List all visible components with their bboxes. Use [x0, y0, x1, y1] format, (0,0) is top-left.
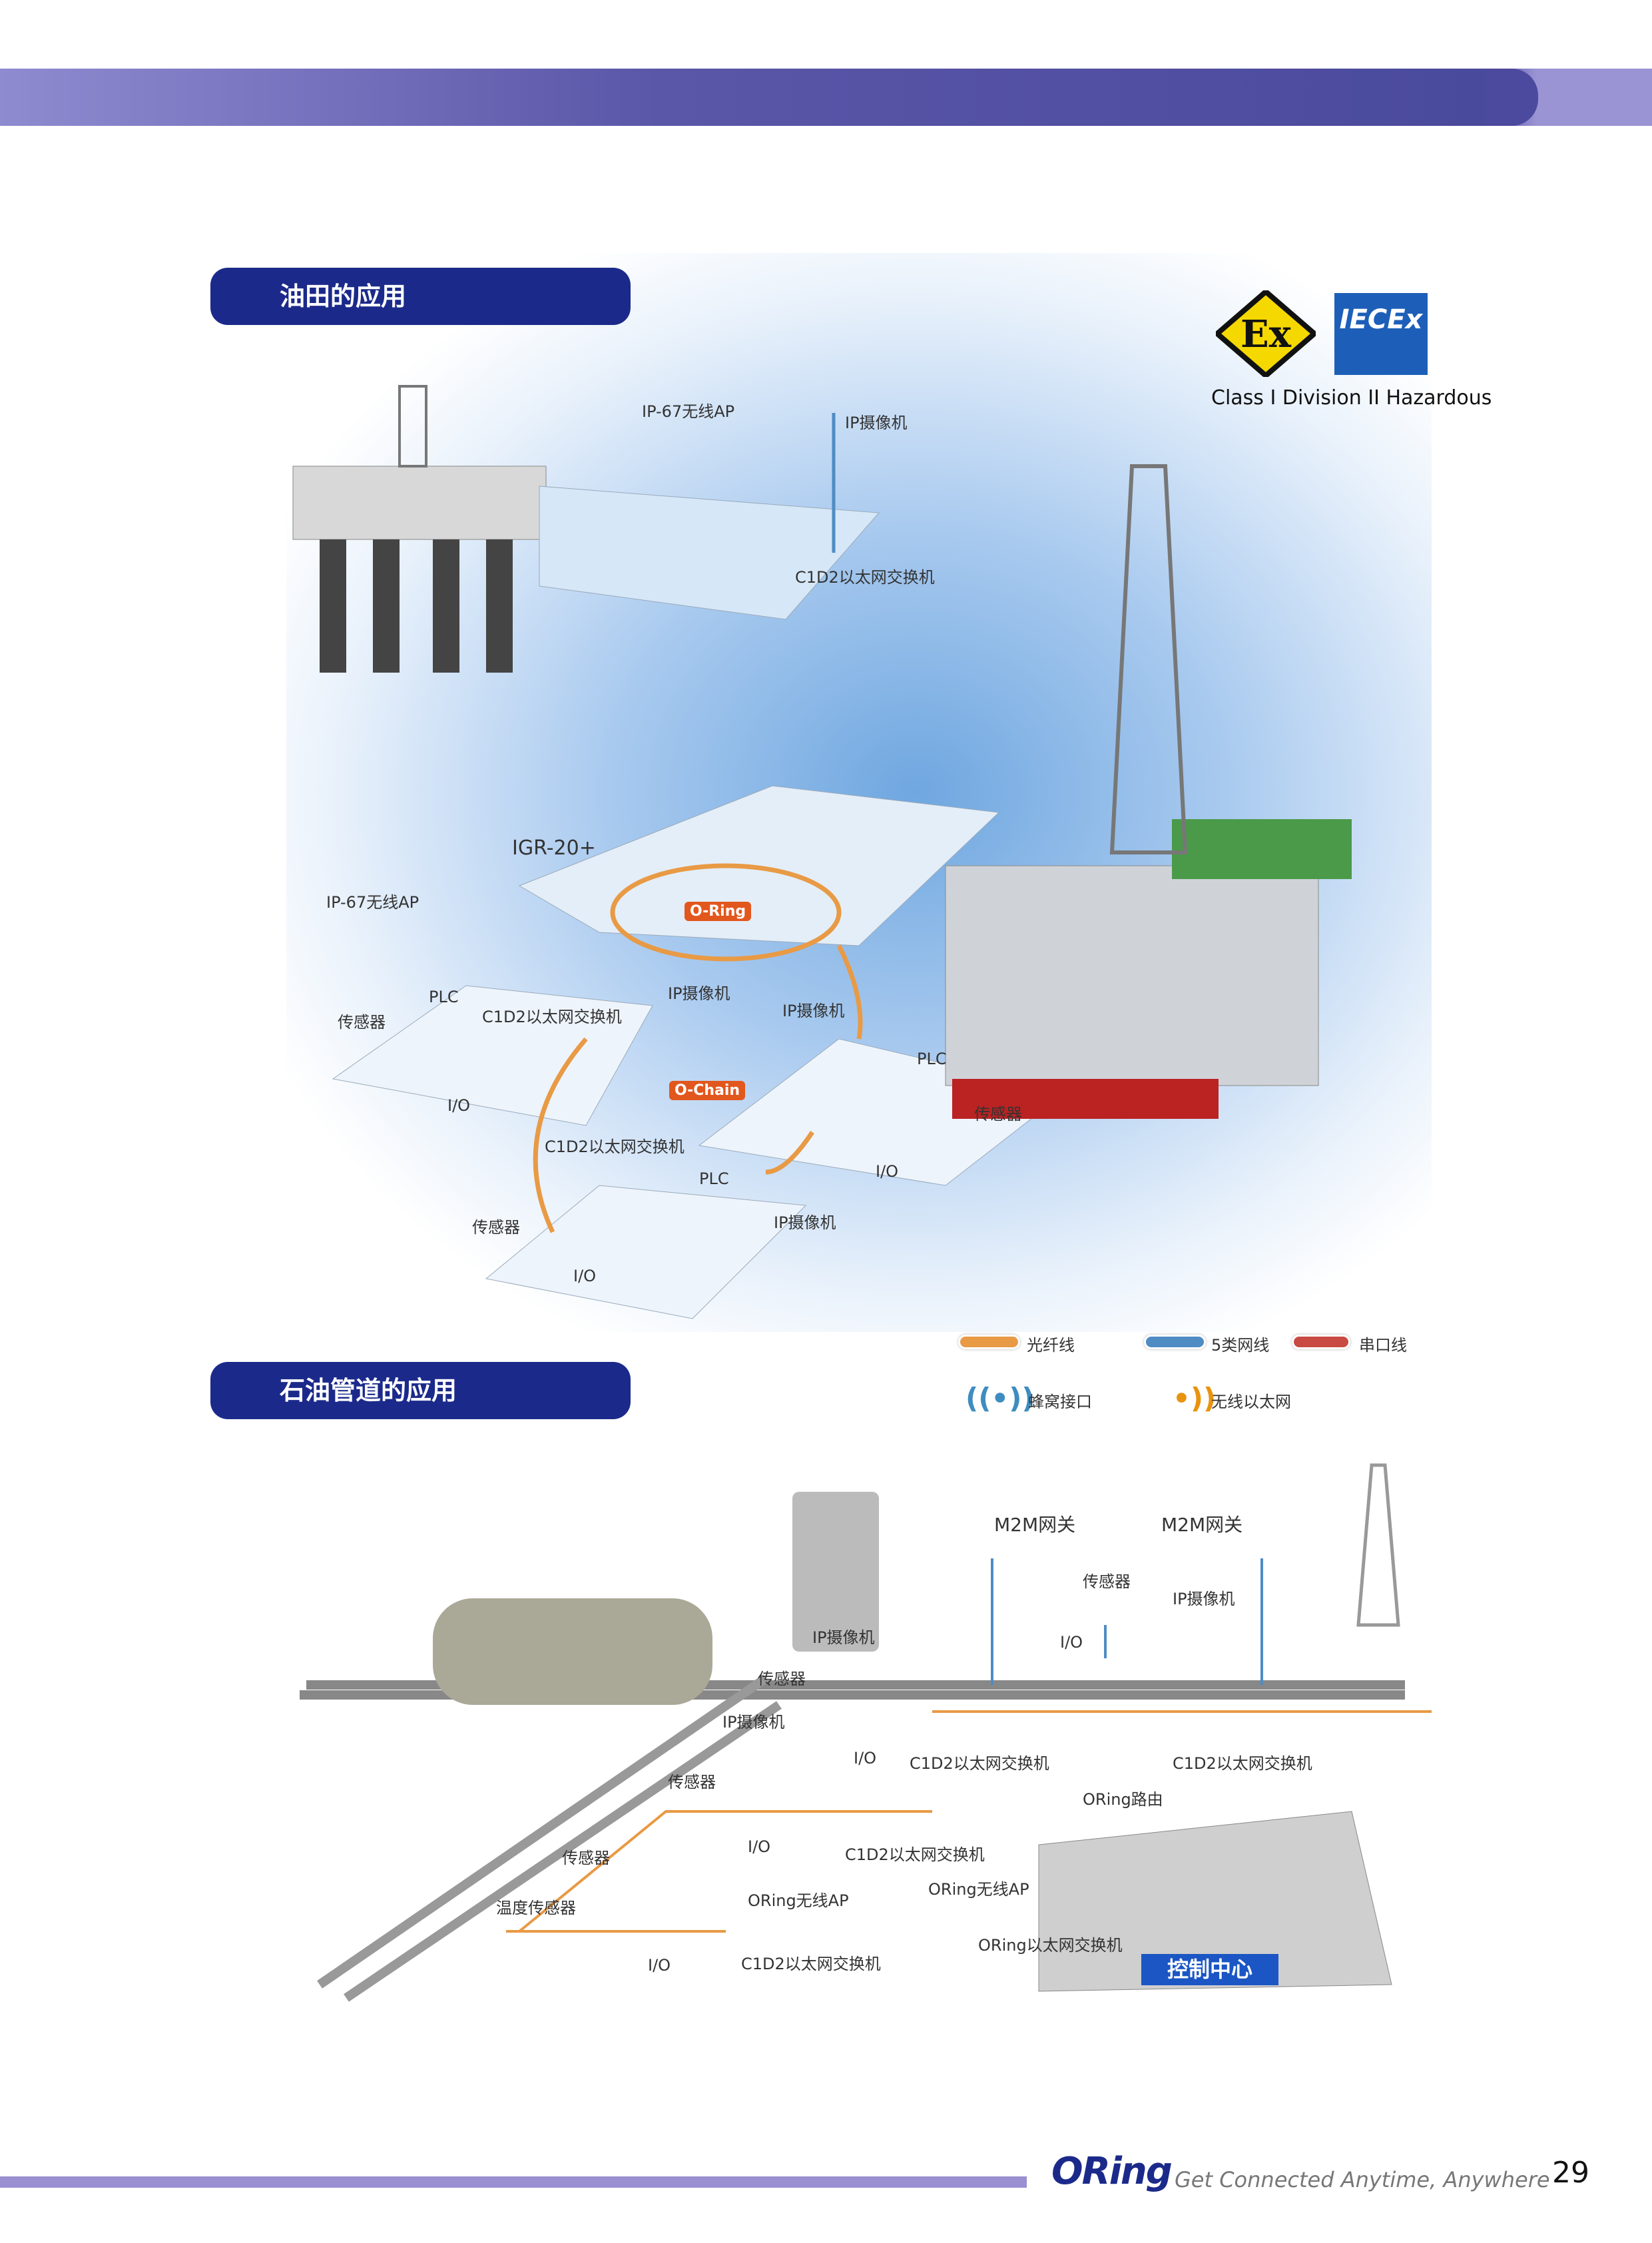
oring-badge: O-Ring	[685, 902, 752, 921]
ex-logo: Ex	[1213, 288, 1319, 380]
label-temp-sensor: 温度传感器	[496, 1899, 576, 1917]
legend-serial-label: 串口线	[1359, 1336, 1407, 1355]
label-sensor: 传感器	[974, 1105, 1022, 1123]
label-camera: IP摄像机	[782, 1002, 845, 1020]
control-center-label: 控制中心	[1141, 1954, 1278, 1985]
label-switch: C1D2以太网交换机	[845, 1845, 985, 1864]
label-sensor: 传感器	[758, 1670, 806, 1688]
label-io: I/O	[447, 1096, 471, 1115]
label-oring-switch: ORing以太网交换机	[978, 1936, 1123, 1955]
legend-serial-swatch	[1292, 1335, 1350, 1349]
label-sensor: 传感器	[668, 1773, 716, 1791]
control-room-icon	[1038, 1811, 1392, 1992]
offshore-platform-icon	[292, 385, 547, 673]
label-io: I/O	[748, 1837, 771, 1856]
label-camera: IP摄像机	[812, 1628, 875, 1647]
legend-cat5-label: 5类网线	[1211, 1336, 1270, 1355]
label-camera: IP摄像机	[722, 1713, 785, 1732]
label-camera: IP摄像机	[1173, 1590, 1235, 1608]
label-io: I/O	[573, 1267, 597, 1285]
label-switch: C1D2以太网交换机	[910, 1754, 1049, 1773]
label-ap: IP-67无线AP	[642, 402, 735, 421]
label-sensor: 传感器	[1083, 1572, 1131, 1591]
label-sensor: 传感器	[338, 1013, 386, 1032]
oring-logo: ORing	[1051, 2150, 1173, 2193]
legend-fiber-swatch	[958, 1335, 1020, 1349]
label-ap: ORing无线AP	[928, 1880, 1029, 1899]
section-title-pipeline: 石油管道的应用	[210, 1362, 631, 1419]
label-plc: PLC	[429, 988, 459, 1006]
label-camera: IP摄像机	[774, 1213, 836, 1232]
label-plc: PLC	[917, 1050, 947, 1068]
legend-cellular-label: 蜂窝接口	[1028, 1393, 1092, 1411]
label-switch: C1D2以太网交换机	[545, 1137, 685, 1156]
label-camera: IP摄像机	[845, 414, 908, 432]
label-sensor: 传感器	[472, 1218, 520, 1237]
label-camera: IP摄像机	[668, 984, 730, 1003]
ochain-badge: O-Chain	[669, 1081, 746, 1100]
header-band-cap	[1485, 69, 1538, 126]
label-plc: PLC	[699, 1169, 729, 1188]
page-number: 29	[1552, 2156, 1589, 2190]
label-io: I/O	[854, 1749, 877, 1767]
label-io: I/O	[1060, 1633, 1083, 1652]
floor-top	[539, 485, 880, 620]
tank-icon	[433, 1492, 879, 1705]
legend-wireless-label: 无线以太网	[1211, 1393, 1291, 1411]
svg-text:Ex: Ex	[1240, 312, 1292, 356]
label-router: ORing路由	[1083, 1790, 1163, 1809]
floor-a	[332, 985, 653, 1126]
label-m2m-gateway: M2M网关	[1161, 1514, 1243, 1536]
header-band	[0, 69, 1652, 126]
cellular-icon: ((•))	[965, 1382, 1035, 1415]
footer-line	[0, 2176, 1027, 2188]
label-ap: ORing无线AP	[748, 1891, 849, 1910]
footer-tagline: Get Connected Anytime, Anywhere	[1175, 2167, 1550, 2192]
section-title-oilfield: 油田的应用	[210, 268, 631, 325]
label-io: I/O	[648, 1956, 671, 1975]
label-switch: C1D2以太网交换机	[795, 568, 935, 587]
iecex-logo: IECEx	[1334, 293, 1428, 375]
label-ap: IP-67无线AP	[326, 893, 419, 912]
label-switch: C1D2以太网交换机	[482, 1008, 622, 1026]
floor-c	[485, 1185, 807, 1319]
label-switch: C1D2以太网交换机	[1173, 1754, 1312, 1773]
rig-structure-icon	[945, 464, 1352, 1119]
label-io: I/O	[876, 1162, 899, 1181]
label-m2m-gateway: M2M网关	[994, 1514, 1076, 1536]
hazard-class-text: Class I Division II Hazardous	[1211, 386, 1492, 410]
label-igr: IGR-20+	[512, 836, 596, 860]
legend-fiber-label: 光纤线	[1027, 1336, 1075, 1355]
wireless-icon: •))	[1173, 1382, 1217, 1415]
label-switch: C1D2以太网交换机	[741, 1955, 881, 1973]
cell-tower-icon	[1356, 1463, 1400, 1627]
label-sensor: 传感器	[562, 1849, 610, 1867]
legend-cat5-swatch	[1144, 1335, 1206, 1349]
